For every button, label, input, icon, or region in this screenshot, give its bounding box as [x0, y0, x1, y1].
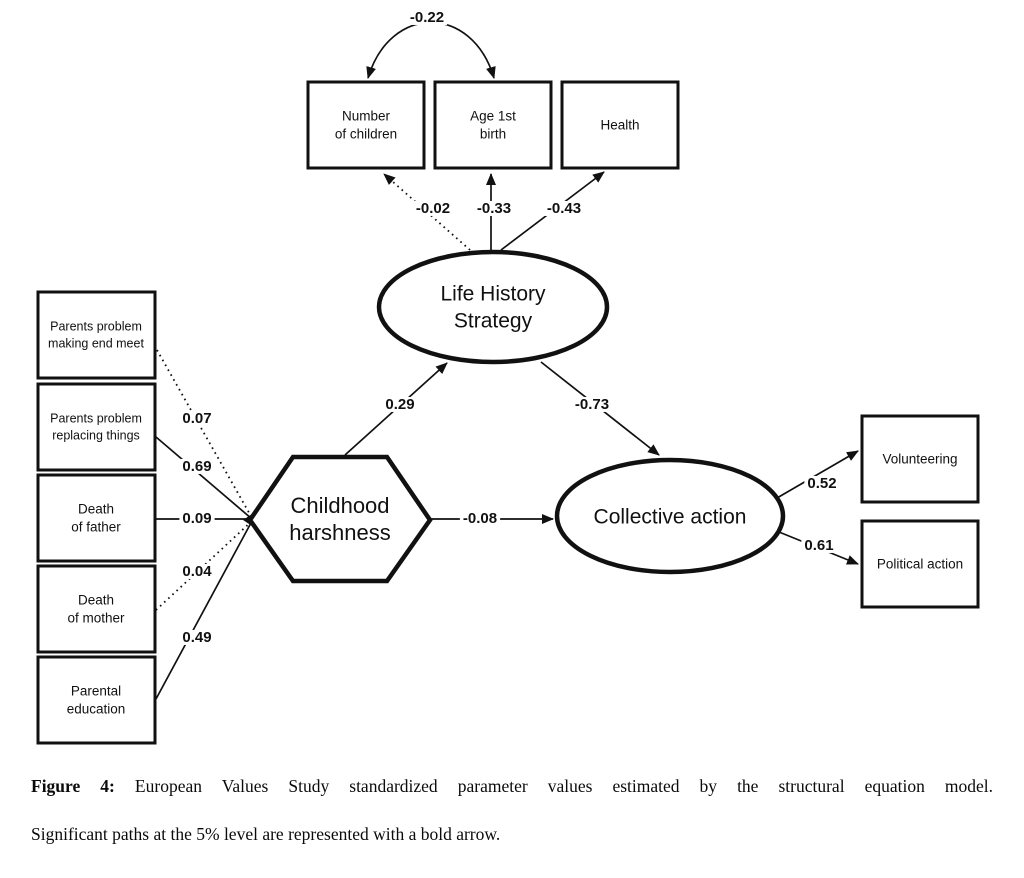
node-text: Strategy — [454, 310, 533, 333]
path-coefficient-harshness-lhs: 0.29 — [385, 396, 414, 413]
path-coefficient-covariance: -0.22 — [410, 9, 444, 26]
node-text: replacing things — [52, 428, 140, 442]
path-replacing-to-harshness — [155, 436, 253, 520]
label-backing — [179, 458, 215, 474]
label-backing — [412, 200, 454, 216]
node-text: making end meet — [48, 336, 144, 350]
figure-caption: Figure 4: European Values Study standard… — [31, 776, 993, 845]
path-coefficient-agebirth: -0.33 — [477, 200, 511, 217]
node-text: Parents problem — [50, 411, 142, 425]
latent-hexagon-childhood-harshness: Childhood harshness — [247, 454, 433, 584]
path-coefficient-children: -0.02 — [416, 200, 450, 217]
path-coefficient-labels: -0.22 -0.02 -0.33 -0.43 0.29 -0.73 -0.08… — [179, 9, 840, 646]
node-text: Death — [78, 593, 114, 608]
node-text: of mother — [67, 611, 125, 626]
figure-caption-note: Significant paths at the 5% level are re… — [31, 824, 501, 844]
indicator-box-parents-problem-end-meet: Parents problem making end meet — [36, 290, 157, 380]
node-text: Life History — [440, 283, 546, 306]
path-coefficient-replacing: 0.69 — [182, 458, 211, 475]
path-coefficient-volunteering: 0.52 — [807, 475, 836, 492]
label-backing — [571, 396, 613, 412]
node-text: Childhood — [290, 493, 389, 518]
label-backing — [473, 200, 515, 216]
indicator-box-death-of-father: Death of father — [36, 473, 157, 563]
indicator-box-age-first-birth: Age 1st birth — [433, 80, 553, 170]
indicator-box-volunteering: Volunteering — [860, 414, 980, 504]
label-backing — [179, 410, 215, 426]
label-backing — [406, 9, 448, 25]
node-text: Volunteering — [882, 452, 957, 467]
label-backing — [382, 396, 418, 412]
figure-caption-line1: Figure 4: European Values Study standard… — [31, 776, 993, 797]
latent-ellipse-life-history-strategy: Life History Strategy — [376, 249, 610, 365]
covariance-arrow-children-agebirth — [366, 21, 496, 79]
node-text: Number — [342, 109, 391, 124]
label-backing — [801, 537, 837, 553]
node-text: of children — [335, 127, 397, 142]
node-text: Health — [600, 118, 639, 133]
path-coefficient-political: 0.61 — [804, 537, 833, 554]
indicator-box-political-action: Political action — [860, 519, 980, 609]
label-backing — [459, 510, 501, 526]
indicator-box-death-of-mother: Death of mother — [36, 564, 157, 654]
figure-caption-body: European Values Study standardized param… — [134, 776, 994, 796]
node-text: birth — [480, 127, 506, 142]
path-coefficient-health: -0.43 — [547, 200, 581, 217]
figure-caption-label: Figure 4: — [31, 776, 115, 796]
indicator-box-health: Health — [560, 80, 680, 170]
label-backing — [179, 629, 215, 645]
node-text: Collective action — [594, 506, 747, 529]
path-coefficient-endmeet: 0.07 — [182, 410, 211, 427]
node-text: Parents problem — [50, 319, 142, 333]
label-backing — [179, 563, 216, 579]
node-text: Parental — [71, 684, 121, 699]
node-text: harshness — [289, 520, 391, 545]
path-education-to-harshness — [155, 520, 253, 700]
path-coefficient-harshness-collective: -0.08 — [463, 510, 497, 527]
indicator-box-parents-problem-replacing: Parents problem replacing things — [36, 382, 157, 472]
label-backing — [804, 475, 840, 491]
label-backing — [179, 510, 215, 526]
node-text: education — [67, 702, 126, 717]
node-text: Age 1st — [470, 109, 516, 124]
indicator-box-parental-education: Parental education — [36, 655, 157, 745]
latent-ellipse-collective-action: Collective action — [554, 457, 786, 575]
sem-path-diagram: Number of children Age 1st birth Health … — [36, 9, 980, 745]
path-coefficient-education: 0.49 — [182, 629, 211, 646]
node-text: of father — [71, 520, 121, 535]
path-collective-to-volunteering — [776, 450, 859, 499]
path-endmeet-to-harshness — [156, 349, 253, 519]
node-text: Political action — [877, 557, 963, 572]
indicator-box-number-of-children: Number of children — [306, 80, 426, 170]
path-coefficient-father: 0.09 — [182, 510, 211, 527]
node-text: Death — [78, 502, 114, 517]
label-backing — [543, 200, 585, 216]
path-coefficient-lhs-collective: -0.73 — [575, 396, 609, 413]
path-coefficient-mother: 0.04 — [182, 563, 212, 580]
